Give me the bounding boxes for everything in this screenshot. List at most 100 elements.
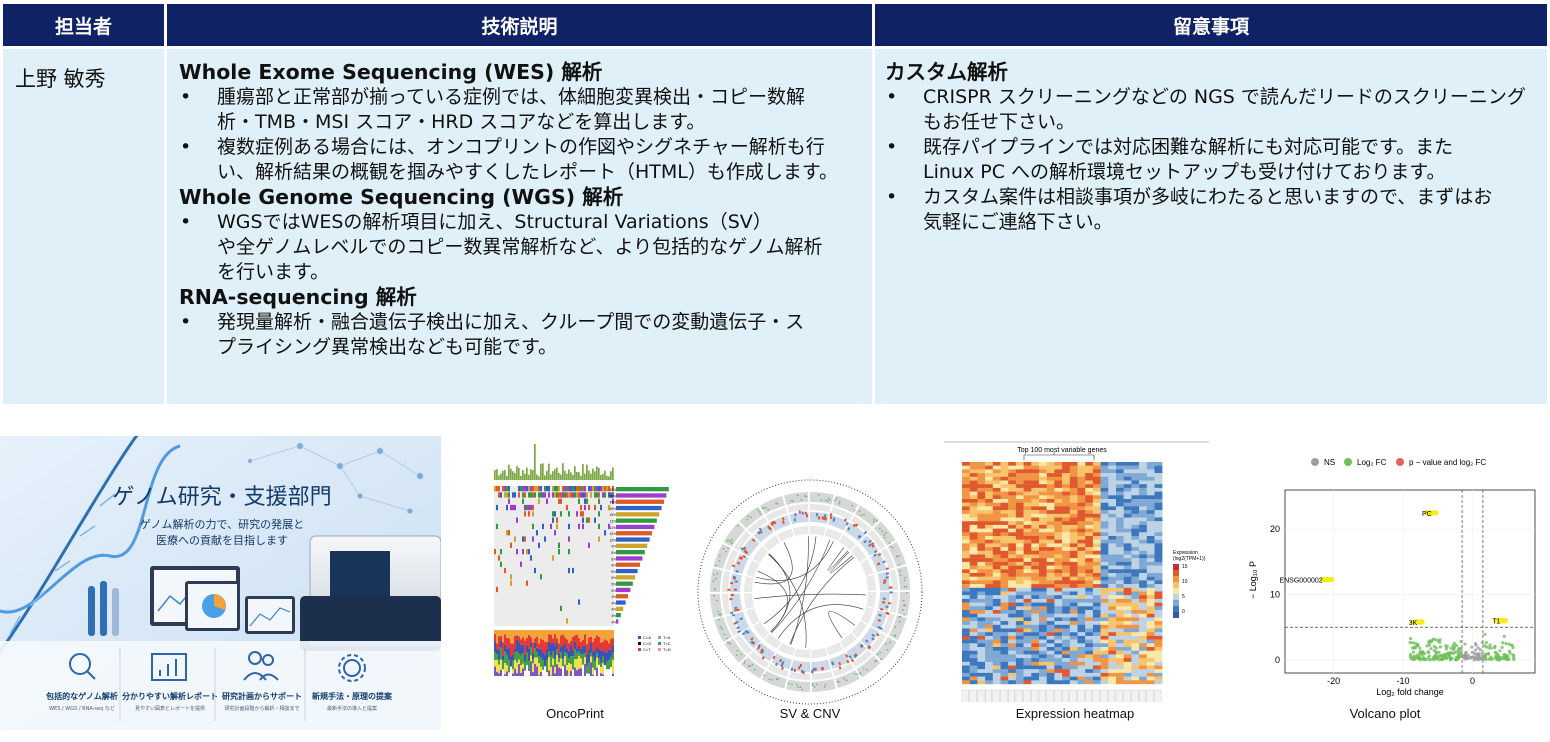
heatmap-cell: [1154, 517, 1163, 522]
heatmap-cell: [1054, 513, 1063, 518]
mutation-cell: [500, 549, 502, 555]
heatmap-cell: [1062, 617, 1070, 622]
heatmap-cell: [1046, 672, 1055, 677]
heatmap-cell: [962, 561, 970, 566]
heatmap-cell: [1031, 506, 1040, 511]
snv-dot: [875, 519, 878, 522]
heatmap-cell: [1031, 547, 1040, 551]
heatmap-cell: [1062, 584, 1070, 588]
heatmap-cell: [969, 624, 978, 629]
cnv-mark: [838, 661, 842, 666]
mutation-cell: [580, 511, 582, 517]
cnv-mark: [739, 556, 744, 560]
signature-bar: [494, 630, 496, 635]
heatmap-cell: [1039, 650, 1047, 655]
heatmap-cell: [1008, 532, 1017, 537]
heatmap-cell: [1077, 617, 1086, 622]
signature-bar: [562, 634, 564, 646]
heatmap-cell: [1031, 610, 1040, 614]
tmb-bar: [590, 473, 592, 480]
heatmap-cell: [985, 617, 993, 622]
cnv-mark: [780, 663, 784, 668]
mutation-cell: [532, 504, 534, 511]
legend-ramp: [1173, 564, 1179, 570]
pipette-icon: [88, 581, 119, 636]
signature-bar: [574, 630, 576, 636]
cnv-mark: [824, 517, 828, 521]
heatmap-cell: [1046, 521, 1055, 526]
heatmap-cell: [1116, 550, 1124, 555]
heatmap-cell: [1031, 591, 1040, 596]
heatmap-cell: [1077, 513, 1086, 518]
heatmap-cell: [1139, 584, 1147, 588]
tmb-bar: [544, 475, 546, 480]
legend-both: p − value and log₂ FC: [1409, 458, 1486, 467]
heatmap-cell: [992, 521, 1001, 526]
heatmap-cell: [1092, 643, 1101, 648]
heatmap-cell: [1077, 628, 1086, 633]
signature-bar: [604, 639, 606, 652]
heatmap-cell: [1000, 610, 1009, 614]
mutation-cell: [584, 498, 586, 504]
pct-label: 5%: [611, 583, 616, 587]
snv-dot: [791, 683, 793, 686]
signature-bar: [606, 630, 608, 641]
signature-bar: [534, 657, 536, 664]
cnv-mark: [742, 546, 747, 550]
heatmap-cell: [962, 565, 970, 570]
heatmap-cell: [985, 476, 993, 481]
mutation-cell: [578, 492, 580, 498]
mutation-cell: [608, 523, 610, 530]
heatmap-cell: [1077, 661, 1086, 666]
heatmap-cell: [1131, 610, 1140, 614]
heatmap-cell: [1146, 643, 1155, 648]
signature-bar: [566, 630, 568, 640]
signature-bar: [570, 664, 572, 671]
heatmap-cell: [1123, 676, 1132, 681]
heatmap-cell: [992, 513, 1001, 518]
heatmap-cell: [1054, 595, 1063, 600]
heatmap-cell: [1031, 680, 1040, 685]
heatmap-cell: [1031, 576, 1040, 581]
cnv-mark: [759, 530, 763, 534]
signature-bar: [546, 641, 548, 649]
heatmap-cell: [1085, 624, 1094, 629]
label-heatmap: Expression heatmap: [1015, 706, 1135, 721]
heatmap-cell: [1085, 517, 1094, 522]
heatmap-cell: [969, 561, 978, 566]
volcano-point: [1425, 644, 1429, 648]
people-icon: [243, 651, 279, 681]
heatmap-cell: [1116, 621, 1124, 625]
circos-track: [740, 656, 765, 679]
circos-track: [825, 528, 842, 542]
snv-dot: [731, 538, 733, 541]
heatmap-cell: [962, 558, 970, 563]
heatmap-cell: [977, 528, 986, 533]
heatmap-cell: [1146, 591, 1155, 596]
heatmap-cell: [1062, 473, 1070, 477]
heatmap-cell: [1131, 639, 1140, 644]
heatmap-cell: [1092, 473, 1101, 477]
heatmap-cell: [1116, 480, 1124, 485]
heatmap-cell: [1046, 484, 1055, 489]
heatmap-cell: [1015, 591, 1024, 596]
volcano-point: [1487, 657, 1491, 661]
heatmap-cell: [1154, 487, 1163, 492]
heatmap-cell: [1123, 480, 1132, 485]
heatmap-cell: [1123, 628, 1132, 633]
heatmap-cell: [1131, 462, 1140, 466]
heatmap-cell: [1008, 602, 1017, 607]
signature-bar: [504, 674, 506, 676]
signature-bar: [504, 630, 506, 635]
heatmap-cell: [1116, 669, 1124, 674]
cnv-mark: [850, 658, 855, 663]
volcano-point: [1449, 646, 1453, 650]
heatmap-cell: [1123, 635, 1132, 640]
mutation-cell: [602, 492, 604, 498]
freq-bar: [616, 550, 645, 555]
heatmap-cell: [985, 624, 993, 629]
heatmap-cell: [1062, 465, 1070, 470]
heatmap-cell: [1000, 624, 1009, 629]
tmb-bar: [562, 463, 564, 480]
heatmap-cell: [1062, 558, 1070, 563]
